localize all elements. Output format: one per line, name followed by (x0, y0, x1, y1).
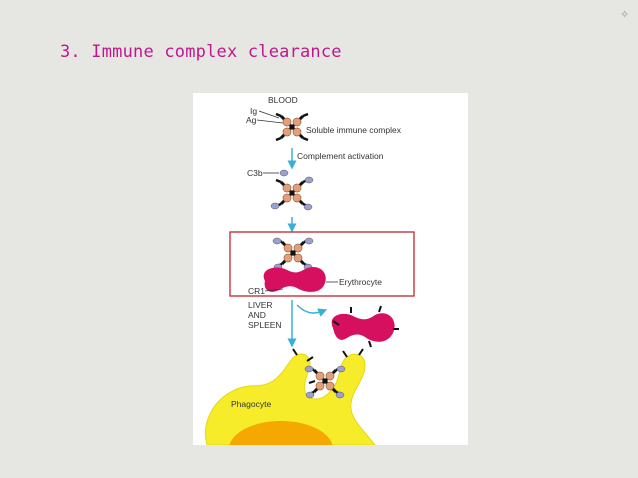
soluble-immune-complex (274, 112, 310, 142)
label-cr1: CR1 (248, 286, 265, 296)
label-liver: LIVER (248, 300, 273, 310)
label-and: AND (248, 310, 266, 320)
label-soluble-immune-complex: Soluble immune complex (306, 125, 402, 135)
label-blood: BLOOD (268, 95, 298, 105)
label-c3b: C3b (247, 168, 263, 178)
bound-complex (272, 237, 314, 271)
phagocyte-nucleus (229, 421, 333, 445)
four-point-star-icon: ✧ (620, 8, 630, 21)
erythrocyte (263, 266, 326, 292)
label-erythrocyte: Erythrocyte (339, 277, 382, 287)
label-phagocyte: Phagocyte (231, 399, 271, 409)
c3b-coated-complex (270, 169, 314, 211)
highlight-box (229, 231, 415, 297)
phagocyte-receptors (292, 348, 364, 384)
label-ag: Ag (246, 115, 257, 125)
released-erythrocyte (331, 305, 399, 348)
slide-title: 3. Immune complex clearance (60, 42, 342, 62)
label-ig: Ig (250, 106, 257, 116)
arrow-release (296, 304, 328, 317)
immune-complex-clearance-diagram: BLOOD Ig Ag Soluble immune complex Compl… (193, 93, 468, 445)
label-spleen: SPLEEN (248, 320, 282, 330)
label-complement-activation: Complement activation (297, 151, 384, 161)
